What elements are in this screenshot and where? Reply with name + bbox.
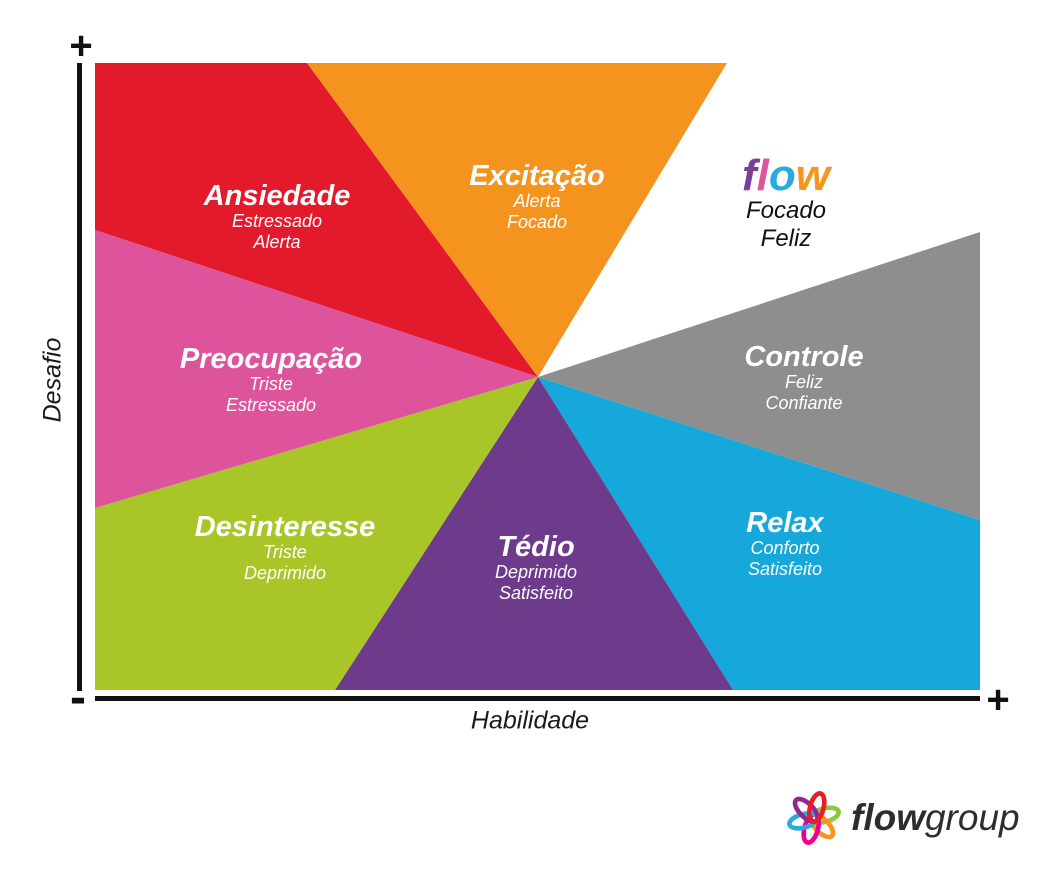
- x-axis-label: Habilidade: [470, 706, 590, 735]
- segment-sublabel: Feliz: [784, 372, 823, 392]
- segment-sublabel: Satisfeito: [747, 559, 823, 579]
- segment-sublabel: Deprimido: [243, 563, 327, 583]
- flow-letter-f: f: [741, 151, 757, 200]
- flow-zone-label: flow Focado Feliz: [742, 154, 830, 253]
- flowgroup-logo-icon: [787, 791, 841, 845]
- segment-sublabel: Focado: [506, 212, 568, 232]
- segment-excitacao-wedge: [307, 63, 727, 377]
- flow-letter-w: w: [795, 151, 831, 200]
- y-axis-label: Desafio: [38, 337, 67, 423]
- origin-minus-sign: -: [70, 671, 86, 724]
- segment-sublabel: Triste: [249, 374, 293, 394]
- segment-title: Ansiedade: [203, 180, 351, 212]
- flow-logo-word: flow: [742, 154, 830, 198]
- flowgroup-logo-text: flowgroup: [851, 797, 1020, 839]
- x-axis-plus-sign: +: [986, 678, 1010, 722]
- segment-tedio-wedge: [335, 377, 733, 690]
- segment-sublabel: Satisfeito: [498, 583, 574, 603]
- segment-title: Desinteresse: [194, 511, 376, 543]
- flow-letter-l: l: [756, 151, 769, 200]
- flow-zone-sublabel: Focado: [745, 197, 827, 224]
- segment-preocupacao-wedge: [95, 230, 538, 508]
- y-axis-plus-sign: +: [69, 24, 93, 68]
- segment-desinteresse-wedge: [95, 377, 538, 690]
- segment-sublabel: Estressado: [231, 211, 323, 231]
- flow-zone-sublabel: Feliz: [760, 225, 812, 252]
- logo-text-group: group: [924, 797, 1020, 838]
- segment-relax-wedge: [538, 377, 980, 690]
- flowgroup-logo: flowgroup: [785, 789, 1020, 847]
- logo-text-flow: flow: [851, 797, 925, 838]
- segment-title: Relax: [746, 507, 824, 539]
- segment-sublabel: Triste: [263, 542, 307, 562]
- segment-sublabel: Deprimido: [494, 562, 578, 582]
- y-axis-line: [77, 63, 82, 691]
- flow-letter-o: o: [768, 151, 796, 200]
- segment-sublabel: Conforto: [750, 538, 820, 558]
- segment-title: Controle: [744, 341, 864, 373]
- segment-sublabel: Estressado: [225, 395, 317, 415]
- segment-title: Excitação: [469, 160, 605, 192]
- segment-ansiedade-wedge: [95, 63, 538, 377]
- segment-sublabel: Confiante: [765, 393, 843, 413]
- segment-sublabel: Alerta: [513, 191, 561, 211]
- segment-controle-wedge: [538, 232, 980, 520]
- segment-title: Tédio: [497, 531, 575, 563]
- segment-flow-wedge: [538, 63, 980, 377]
- segment-title: Preocupação: [179, 343, 363, 375]
- x-axis-line: [95, 696, 980, 701]
- segment-sublabel: Alerta: [253, 232, 301, 252]
- logo-icon-loop: [806, 791, 827, 824]
